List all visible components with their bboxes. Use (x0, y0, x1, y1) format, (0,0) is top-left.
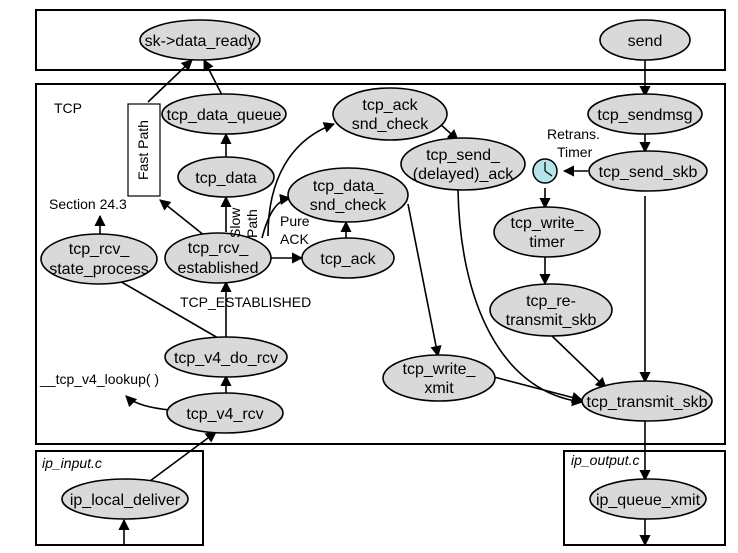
svg-text:snd_check: snd_check (352, 116, 429, 133)
svg-text:state_process: state_process (49, 261, 149, 278)
edge-established-to-ack-snd-check (267, 122, 336, 237)
edge-data-queue-to-data-ready (203, 59, 223, 96)
edge-data-snd-check-to-write-xmit (407, 203, 442, 358)
edge-write-xmit-to-transmit (493, 376, 584, 403)
ip-output-label: ip_output.c (571, 452, 640, 468)
node-tcp-data-queue: tcp_data_queue (161, 93, 287, 135)
retrans-label-1: Retrans. (547, 126, 600, 142)
svg-text:send: send (628, 33, 663, 50)
edge-do-rcv-to-state-process (117, 279, 219, 339)
node-tcp-retransmit-skb: tcp_re- transmit_skb (489, 283, 613, 337)
node-tcp-transmit-skb: tcp_transmit_skb (581, 380, 713, 422)
svg-text:sk->data_ready: sk->data_ready (145, 33, 256, 50)
node-send: send (599, 19, 691, 61)
svg-text:ip_local_deliver: ip_local_deliver (70, 492, 181, 509)
node-tcp-sendmsg: tcp_sendmsg (587, 93, 703, 135)
fast-path-box (127, 103, 161, 197)
retrans-label-2: Timer (557, 144, 593, 160)
tcp-established-label: TCP_ESTABLISHED (180, 294, 311, 310)
svg-text:tcp_write_: tcp_write_ (511, 215, 585, 232)
svg-text:timer: timer (529, 234, 565, 251)
node-ip-queue-xmit: ip_queue_xmit (589, 478, 707, 520)
svg-text:tcp_ack: tcp_ack (320, 251, 376, 268)
node-tcp-v4-rcv: tcp_v4_rcv (166, 392, 284, 434)
svg-text:xmit: xmit (424, 380, 454, 397)
pure-ack-label-1: Pure (280, 213, 310, 229)
edges (94, 59, 651, 547)
edge-fastpath-to-data-ready (147, 59, 193, 103)
ip-input-label: ip_input.c (42, 455, 102, 471)
svg-text:(delayed)_ack: (delayed)_ack (413, 166, 515, 183)
node-tcp-rcv-state-process: tcp_rcv_ state_process (40, 233, 158, 285)
svg-text:snd_check: snd_check (310, 197, 387, 214)
node-tcp-data-snd-check: tcp_data_ snd_check (287, 167, 409, 223)
slow-path-label-2: Path (244, 209, 260, 238)
node-ip-local-deliver: ip_local_deliver (61, 478, 189, 520)
svg-text:tcp_transmit_skb: tcp_transmit_skb (587, 394, 708, 411)
node-tcp-send-skb: tcp_send_skb (588, 150, 708, 192)
edge-established-to-fastpath (159, 199, 206, 237)
svg-text:tcp_rcv_: tcp_rcv_ (188, 240, 250, 257)
socket-layer-box (35, 9, 726, 71)
svg-text:tcp_send_: tcp_send_ (426, 147, 501, 164)
clock-icon (532, 158, 558, 184)
svg-text:ip_queue_xmit: ip_queue_xmit (596, 492, 701, 509)
svg-text:tcp_write_: tcp_write_ (403, 361, 477, 378)
svg-text:tcp_send_skb: tcp_send_skb (599, 164, 698, 181)
edge-v4-rcv-to-lookup (125, 395, 171, 411)
node-tcp-ack-snd-check: tcp_ack snd_check (332, 87, 448, 141)
svg-text:transmit_skb: transmit_skb (506, 312, 597, 329)
edge-ack-snd-check-to-delayed-ack (439, 123, 459, 141)
svg-text:tcp_re-: tcp_re- (526, 293, 576, 310)
slow-path-label-1: Slow (227, 207, 243, 238)
edge-established-to-data-snd-check (261, 193, 292, 239)
node-tcp-v4-do-rcv: tcp_v4_do_rcv (164, 336, 288, 378)
svg-text:tcp_sendmsg: tcp_sendmsg (597, 107, 692, 124)
tcp-v4-lookup-label: __tcp_v4_lookup( ) (39, 371, 159, 387)
svg-text:tcp_v4_rcv: tcp_v4_rcv (186, 406, 263, 423)
svg-text:tcp_data_: tcp_data_ (313, 178, 384, 195)
svg-text:tcp_rcv_: tcp_rcv_ (69, 241, 131, 258)
node-tcp-write-timer: tcp_write_ timer (493, 206, 601, 258)
node-data-ready: sk->data_ready (139, 19, 261, 61)
svg-text:tcp_ack: tcp_ack (362, 97, 418, 114)
edge-delayed-ack-to-transmit (457, 189, 584, 407)
edge-local-deliver-to-v4-rcv (149, 431, 217, 482)
svg-text:tcp_data_queue: tcp_data_queue (167, 107, 282, 124)
fast-path-label: Fast Path (135, 120, 151, 180)
node-tcp-rcv-established: tcp_rcv_ established (164, 232, 272, 284)
tcp-region-label: TCP (54, 100, 82, 116)
svg-text:tcp_v4_do_rcv: tcp_v4_do_rcv (174, 350, 278, 367)
ip-input-box (35, 450, 204, 546)
svg-text:established: established (178, 260, 259, 277)
edge-retransmit-to-transmit (551, 335, 607, 389)
svg-text:tcp_data: tcp_data (195, 170, 256, 187)
node-tcp-send-delayed-ack: tcp_send_ (delayed)_ack (400, 137, 526, 191)
section-label: Section 24.3 (49, 196, 127, 212)
node-tcp-write-xmit: tcp_write_ xmit (382, 354, 496, 402)
node-tcp-ack: tcp_ack (301, 237, 395, 279)
tcp-region-box (35, 83, 726, 445)
node-tcp-data: tcp_data (177, 156, 275, 198)
pure-ack-label-2: ACK (280, 231, 309, 247)
